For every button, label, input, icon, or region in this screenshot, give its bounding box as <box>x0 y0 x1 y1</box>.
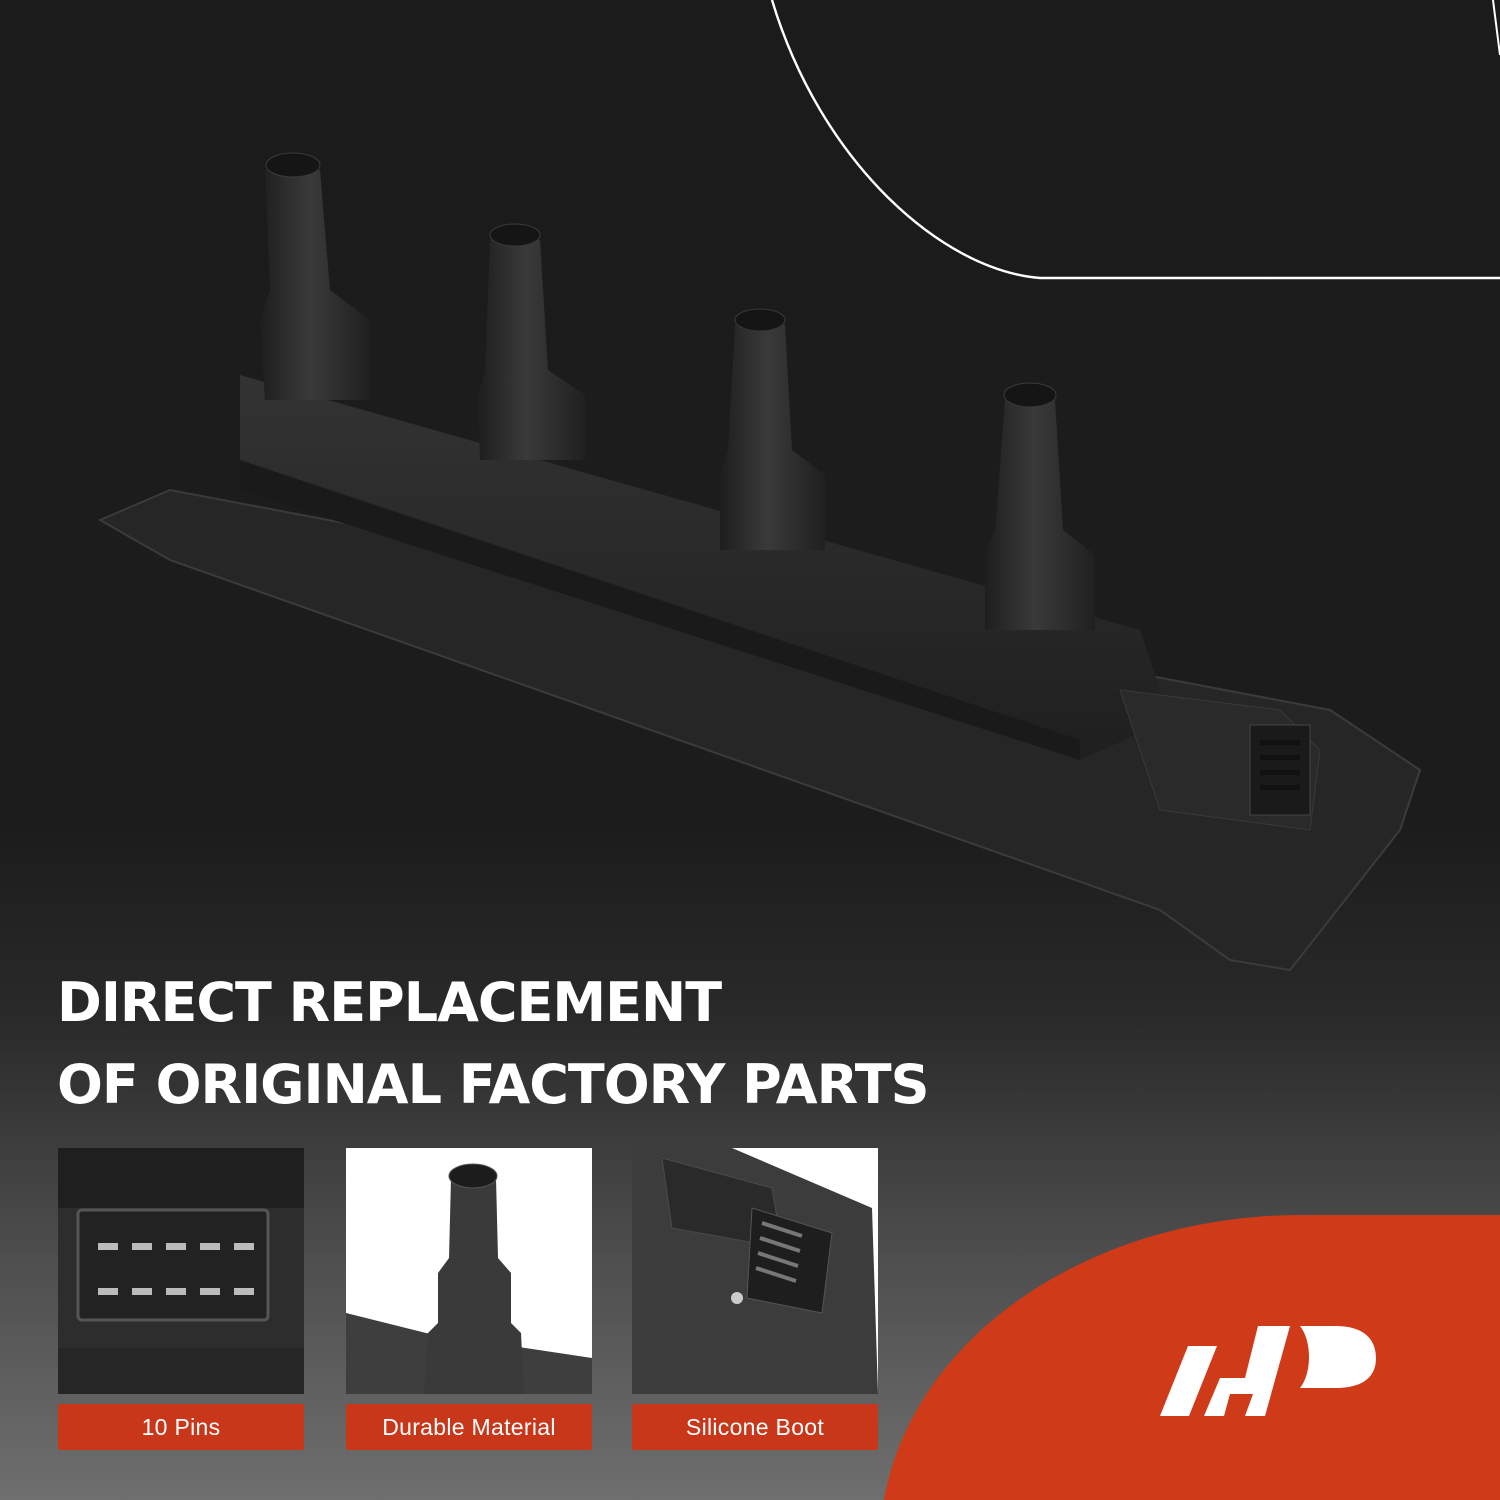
brand-logo-icon <box>1160 1326 1376 1416</box>
ignition-coil-pack-image <box>97 152 1422 972</box>
feature-image-connector-pins <box>58 1148 304 1394</box>
headline: DIRECT REPLACEMENT OF ORIGINAL FACTORY P… <box>57 962 929 1126</box>
feature-image-connector-plug <box>632 1148 878 1394</box>
feature-label: Durable Material <box>346 1404 592 1450</box>
headline-line-1: DIRECT REPLACEMENT <box>57 971 722 1034</box>
feature-card-10-pins: 10 Pins <box>58 1148 304 1450</box>
feature-card-silicone-boot: Silicone Boot <box>632 1148 878 1450</box>
feature-label: Silicone Boot <box>632 1404 878 1450</box>
feature-card-durable-material: Durable Material <box>346 1148 592 1450</box>
feature-label: 10 Pins <box>58 1404 304 1450</box>
feature-image-coil-tower <box>346 1148 592 1394</box>
headline-line-2: OF ORIGINAL FACTORY PARTS <box>57 1053 929 1116</box>
